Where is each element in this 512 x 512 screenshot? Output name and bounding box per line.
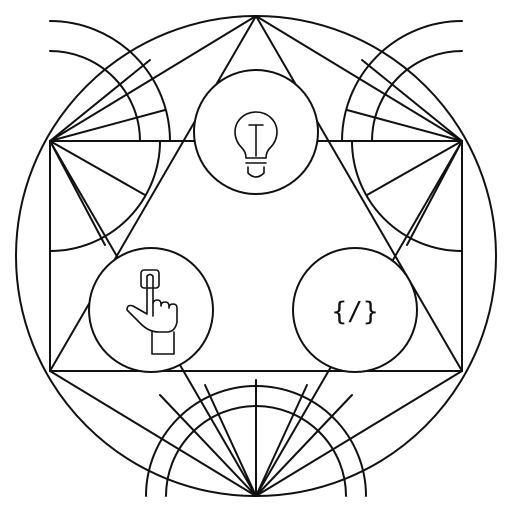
finger-tap-badge <box>88 247 214 373</box>
finger-tap-icon <box>126 269 178 355</box>
lightbulb-badge <box>193 69 319 195</box>
code-brackets-icon: {/} <box>332 297 379 327</box>
lightbulb-icon <box>234 111 278 178</box>
code-brackets-badge: {/} <box>292 247 418 373</box>
